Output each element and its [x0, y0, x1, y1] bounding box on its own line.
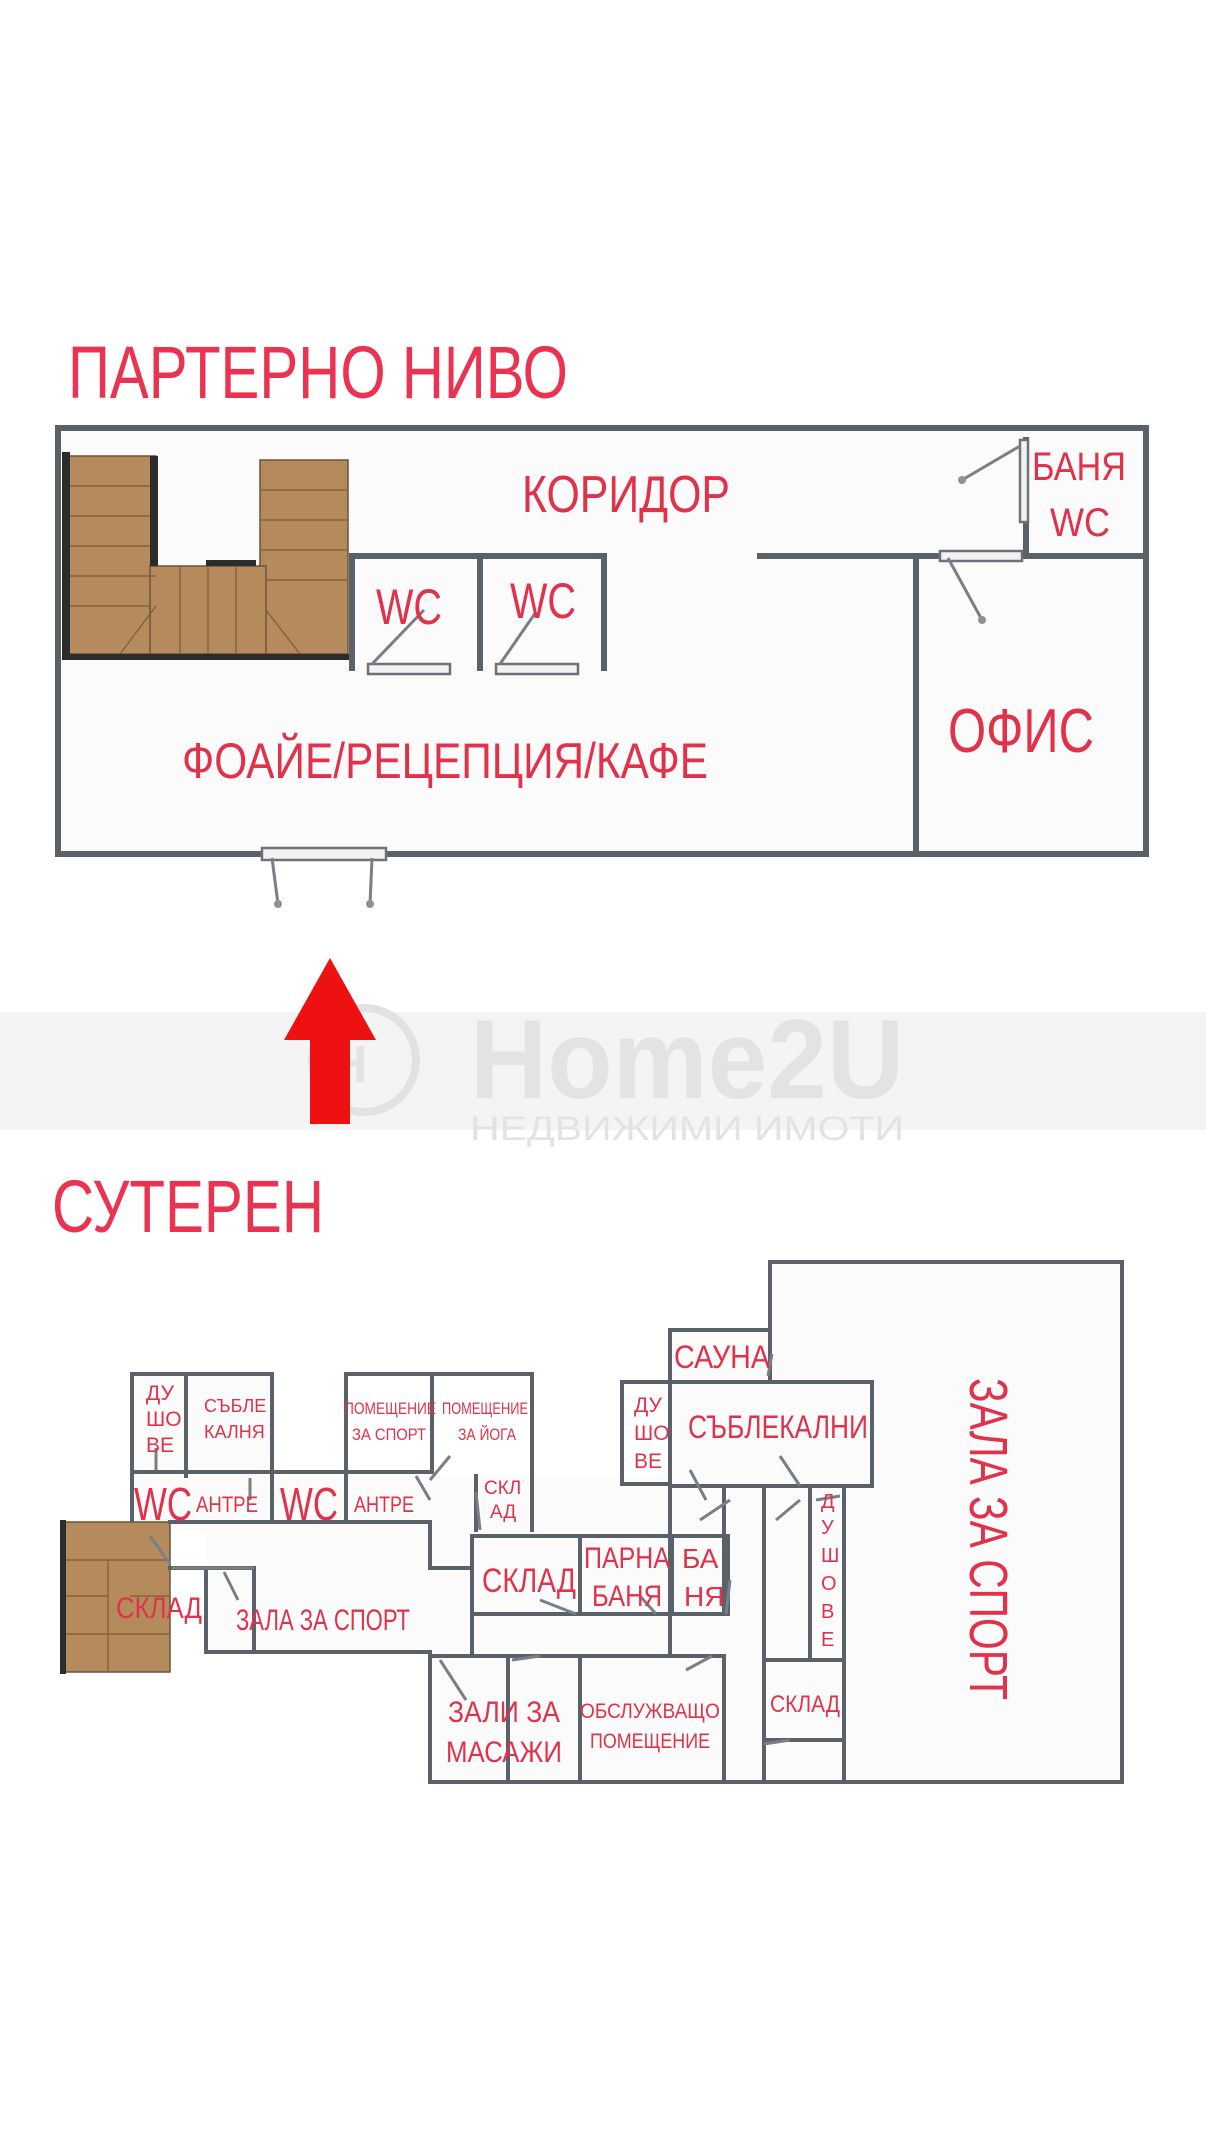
label-bathroom-wc: WC [1050, 501, 1110, 545]
label-showers-left-line1: ДУ [146, 1382, 174, 1405]
label-steam-bath-line2: БАНЯ [592, 1580, 662, 1613]
ground-floor-outer-wall [55, 425, 1149, 857]
label-wc-1: WC [376, 579, 442, 635]
label-bath-line1: БА [682, 1543, 719, 1574]
label-showers-vertical: Д У Ш О В Е [821, 1491, 839, 1651]
basement-inner-walls [668, 1484, 726, 1658]
ground-floor-doors [260, 438, 1030, 908]
label-storage-left: СКЛАД [116, 1592, 202, 1625]
label-storage-small-line2: АД [490, 1502, 516, 1523]
label-changing-left-line2: КАЛНЯ [204, 1422, 265, 1442]
label-showers-mid-line2: ШО [634, 1422, 670, 1445]
basement-mid-rooms [344, 1372, 534, 1532]
watermark-brand: Home2U [470, 997, 904, 1122]
label-showers-vertical-2: У [821, 1517, 834, 1539]
label-massage-rooms-line1: ЗАЛИ ЗА [448, 1696, 560, 1729]
label-storage-small-line1: СКЛ [484, 1478, 521, 1499]
label-office: ОФИС [948, 697, 1094, 766]
label-sauna: САУНА [674, 1339, 771, 1375]
label-storage-mid: СКЛАД [482, 1562, 576, 1600]
basement-title: СУТЕРЕН [52, 1165, 324, 1248]
label-showers-vertical-6: Е [821, 1629, 834, 1651]
basement-massage-rooms [428, 1654, 726, 1784]
label-changing-rooms: СЪБЛЕКАЛНИ [688, 1409, 868, 1445]
label-sports-room-line1: ПОМЕЩЕНИЕ [344, 1399, 436, 1418]
ground-floor-wc-walls [349, 553, 607, 671]
label-massage-rooms-line2: МАСАЖИ [446, 1736, 562, 1769]
label-bath-line2: НЯ [684, 1581, 724, 1612]
label-steam-bath-line1: ПАРНА [584, 1542, 670, 1575]
basement-left-rooms [130, 1372, 432, 1522]
ground-floor-title: ПАРТЕРНО НИВО [68, 331, 568, 414]
arrow-up-icon [284, 958, 376, 1124]
label-sports-hall-small: ЗАЛА ЗА СПОРТ [236, 1604, 410, 1637]
label-wc-left: WC [134, 1478, 192, 1530]
label-showers-vertical-5: В [821, 1601, 834, 1623]
label-changing-left-line1: СЪБЛЕ [204, 1396, 266, 1416]
label-showers-vertical-1: Д [821, 1491, 835, 1513]
label-wc-2: WC [510, 573, 576, 629]
label-service-room-line2: ПОМЕЩЕНИЕ [590, 1730, 710, 1753]
basement-doors [148, 1353, 841, 1746]
label-yoga-room-line2: ЗА ЙОГА [458, 1425, 517, 1444]
label-storage-right: СКЛАД [770, 1691, 840, 1718]
label-showers-left-line3: ВЕ [146, 1434, 174, 1457]
label-wc-mid: WC [280, 1478, 338, 1530]
label-corridor: КОРИДОР [522, 466, 730, 524]
basement-staircase [60, 1520, 171, 1674]
label-showers-left-line2: ШО [146, 1408, 182, 1431]
label-sports-room-line2: ЗА СПОРТ [352, 1425, 426, 1444]
basement-plan [60, 1260, 1124, 1784]
label-showers-vertical-4: О [821, 1573, 837, 1595]
watermark-tagline: НЕДВИЖИМИ ИМОТИ [470, 1110, 904, 1148]
label-showers-vertical-3: Ш [821, 1545, 839, 1567]
label-antre-left: АНТРЕ [196, 1492, 258, 1517]
label-sports-hall-big: ЗАЛА ЗА СПОРТ [958, 1378, 1018, 1700]
label-showers-mid-line1: ДУ [634, 1394, 662, 1417]
label-lobby: ФОАЙЕ/РЕЦЕПЦИЯ/КАФЕ [182, 732, 708, 789]
label-bathroom: БАНЯ [1032, 445, 1126, 489]
label-showers-mid-line3: ВЕ [634, 1450, 662, 1473]
ground-floor-staircase [62, 452, 352, 660]
label-service-room-line1: ОБСЛУЖВАЩО [580, 1700, 720, 1723]
ground-floor-plan [55, 425, 1149, 908]
basement-sports-hall-wall [768, 1260, 1124, 1784]
watermark-band [0, 1012, 1206, 1130]
label-yoga-room-line1: ПОМЕЩЕНИЕ [442, 1399, 528, 1418]
label-antre-mid: АНТРЕ [354, 1492, 414, 1517]
label-showers-left: ДУ ШО ВЕ [146, 1382, 182, 1457]
